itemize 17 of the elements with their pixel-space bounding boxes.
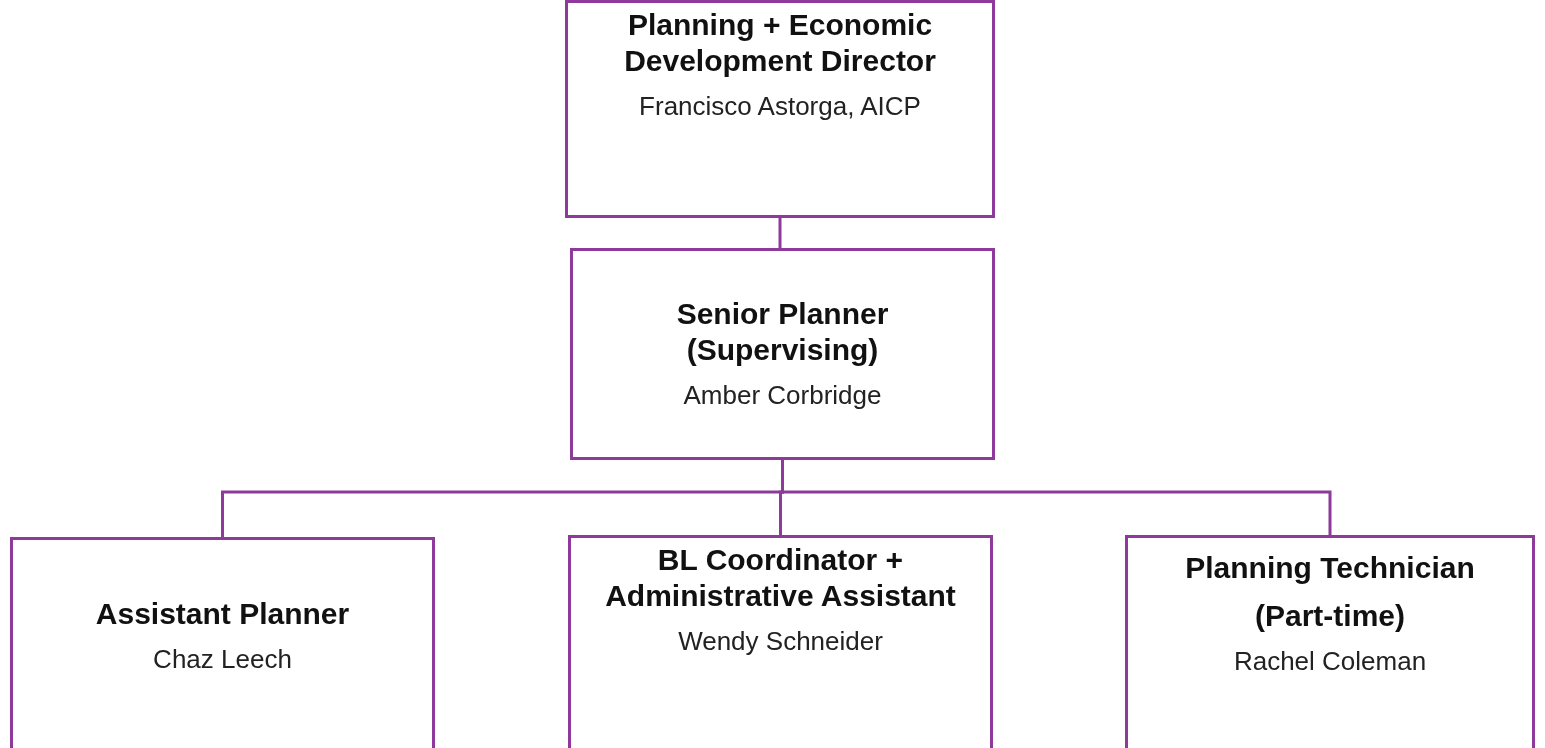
person-name: Rachel Coleman (1233, 646, 1427, 678)
role-title: Planning + Economic Development Director (623, 7, 937, 79)
person-name: Wendy Schneider (678, 626, 883, 658)
person-name: Francisco Astorga, AICP (639, 91, 921, 123)
role-box (568, 535, 993, 748)
connector-line (778, 218, 782, 248)
role-title: Assistant Planner (95, 596, 350, 632)
role-title: BL Coordinator + Administrative Assistant (604, 542, 957, 614)
role-title: Planning Technician (1185, 550, 1475, 586)
role-title: (Part-time) (1255, 598, 1405, 634)
role-box (570, 248, 995, 460)
role-title: Senior Planner (Supervising) (675, 296, 890, 369)
person-name: Amber Corbridge (683, 380, 882, 412)
role-box (565, 0, 995, 218)
role-box (10, 537, 435, 748)
person-name: Chaz Leech (153, 644, 292, 676)
role-box (1125, 535, 1535, 748)
